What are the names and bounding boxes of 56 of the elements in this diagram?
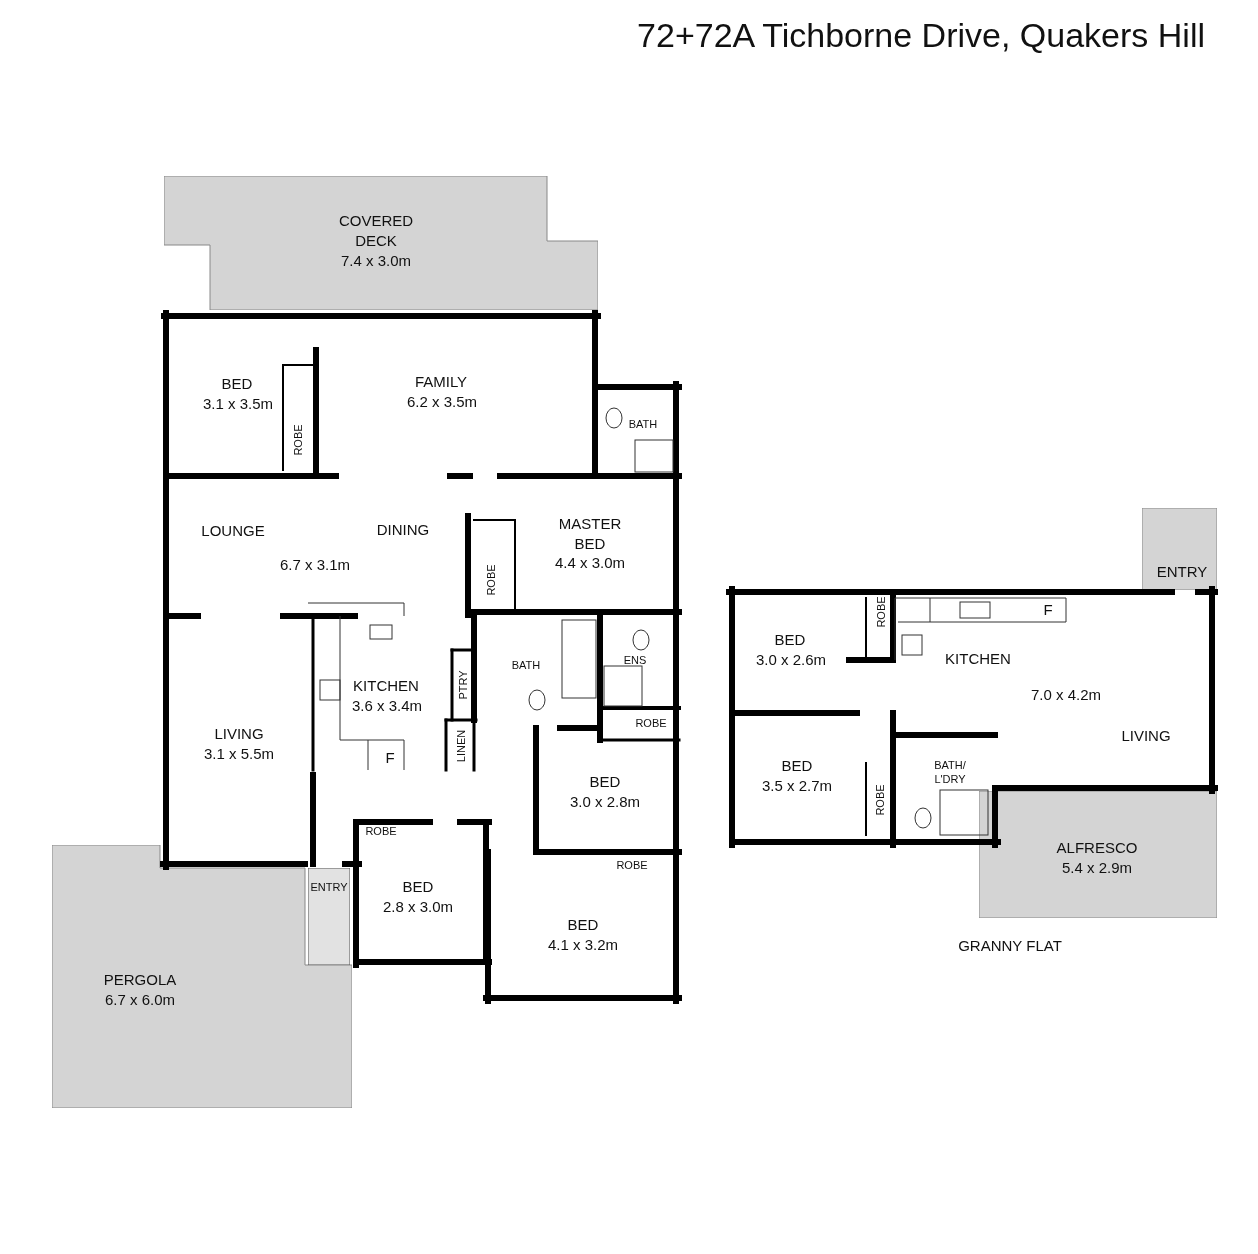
room-name: MASTER BED <box>557 513 623 553</box>
room-dimension: 3.0 x 2.8m <box>570 792 640 812</box>
room-name: FAMILY <box>414 372 468 392</box>
room-name: ROBE <box>616 857 648 873</box>
room-name: BATH <box>511 657 541 673</box>
entry-area <box>1142 508 1217 590</box>
room-name: LOUNGE <box>201 521 265 541</box>
area-dimension: 7.4 x 3.0m <box>341 251 411 271</box>
plan-title: 72+72A Tichborne Drive, Quakers Hill <box>637 16 1205 55</box>
alfresco-area <box>979 791 1217 918</box>
room-name: PTRY <box>455 670 470 700</box>
pergola-area <box>52 845 352 1108</box>
room-name: ENS <box>623 652 647 668</box>
room-name: BED <box>402 877 434 897</box>
room-name: BED <box>221 374 253 394</box>
room-dimension: 3.0 x 2.6m <box>756 650 826 670</box>
area-name: ALFRESCO <box>1056 838 1138 858</box>
area-name: ENTRY <box>1156 562 1208 582</box>
room-dimension: 2.8 x 3.0m <box>383 897 453 917</box>
room-dimension: 7.0 x 4.2m <box>1031 685 1101 705</box>
section-label: GRANNY FLAT <box>958 936 1062 956</box>
fridge-label: F <box>385 748 395 768</box>
area-dimension: 6.7 x 6.0m <box>105 990 175 1010</box>
room-dimension: 3.5 x 2.7m <box>762 776 832 796</box>
room-name: BED <box>567 915 599 935</box>
fridge-label: F <box>1043 600 1053 620</box>
room-name: ROBE <box>365 823 397 839</box>
room-name: LIVING <box>1121 726 1171 746</box>
deck-area <box>164 176 598 310</box>
room-dimension: 3.1 x 5.5m <box>204 744 274 764</box>
room-name: ROBE <box>873 596 888 628</box>
room-name: DINING <box>376 520 430 540</box>
room-name: BED <box>781 756 813 776</box>
room-dimension: 6.7 x 3.1m <box>280 555 350 575</box>
room-name: ROBE <box>635 715 667 731</box>
room-name: LIVING <box>214 724 264 744</box>
room-dimension: 4.4 x 3.0m <box>555 553 625 573</box>
room-name: ROBE <box>290 424 305 456</box>
area-dimension: 5.4 x 2.9m <box>1062 858 1132 878</box>
area-name: PERGOLA <box>103 970 177 990</box>
entry-area <box>308 868 350 965</box>
room-name: BATH/ L'DRY <box>933 757 967 787</box>
area-name: COVERED DECK <box>337 210 415 250</box>
room-dimension: 6.2 x 3.5m <box>407 392 477 412</box>
room-name: BED <box>774 630 806 650</box>
room-name: ROBE <box>483 564 498 596</box>
area-name: ENTRY <box>310 879 348 895</box>
room-name: BATH <box>628 416 658 432</box>
room-name: LINEN <box>453 729 468 763</box>
room-name: KITCHEN <box>353 676 419 696</box>
room-dimension: 4.1 x 3.2m <box>548 935 618 955</box>
room-name: ROBE <box>872 784 887 816</box>
room-name: BED <box>589 772 621 792</box>
room-name: KITCHEN <box>945 649 1011 669</box>
room-dimension: 3.6 x 3.4m <box>352 696 422 716</box>
room-dimension: 3.1 x 3.5m <box>203 394 273 414</box>
